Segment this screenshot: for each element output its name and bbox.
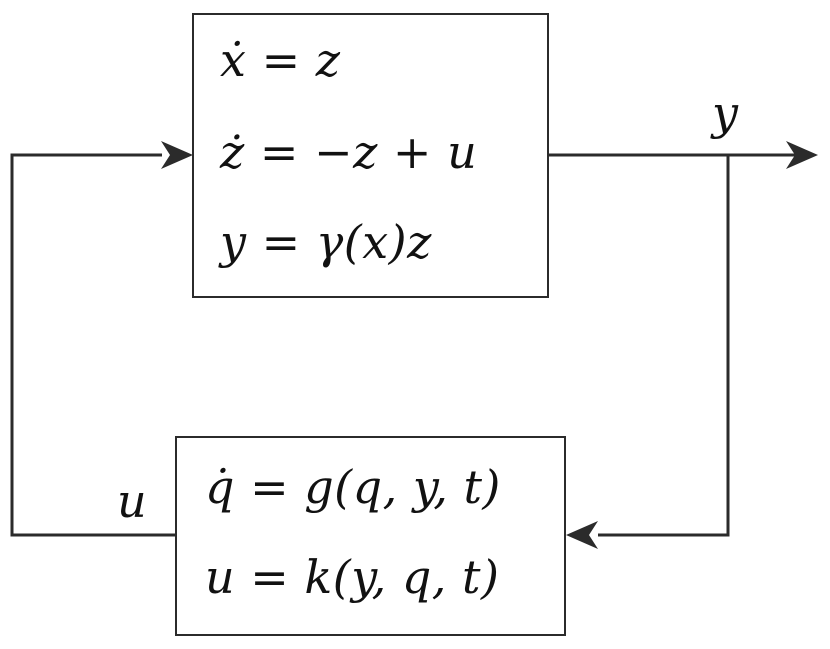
feedback-line <box>598 155 730 537</box>
plant-equation-1: ẋ = z <box>220 33 341 87</box>
controller-box: q̇ = g(q, y, t) u = k(y, q, t) <box>175 436 566 636</box>
output-arrow-icon <box>786 141 818 169</box>
output-signal-label: y <box>712 86 738 140</box>
input-arrow-icon <box>161 141 193 169</box>
controller-equation-2: u = k(y, q, t) <box>205 550 500 604</box>
plant-equation-2: ż = −z + u <box>220 125 478 179</box>
input-signal-label: u <box>117 474 147 528</box>
controller-equation-1: q̇ = g(q, y, t) <box>205 460 501 514</box>
feedback-arrow-icon <box>566 521 598 549</box>
plant-equation-3: y = γ(x)z <box>220 215 432 269</box>
plant-box: ẋ = z ż = −z + u y = γ(x)z <box>192 13 549 298</box>
input-line <box>10 153 180 537</box>
